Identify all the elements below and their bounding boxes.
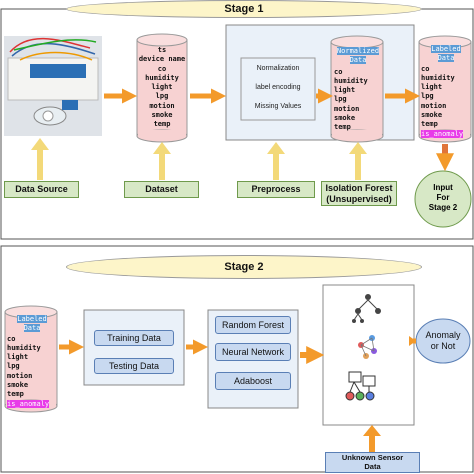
unknown-line2: Data — [364, 462, 381, 471]
labeled-field: light — [7, 353, 29, 362]
random-forest-tree-icon — [352, 294, 381, 323]
dataset-field: lpg — [155, 92, 169, 101]
normalized-field: lpg — [334, 95, 347, 104]
up-arrow-data-source — [31, 138, 49, 180]
preprocess-label: Preprocess — [237, 181, 315, 198]
preprocess-step-box — [240, 57, 316, 121]
input-line1: Input — [433, 183, 453, 192]
normalized-field: light — [334, 86, 356, 95]
preprocess-step: Normalization — [256, 65, 300, 72]
sensor-hardware-photo — [4, 36, 102, 136]
random-forest-box: Random Forest — [215, 316, 291, 334]
up-arrow-unknown-sensor — [363, 425, 381, 452]
dataset-field: device name — [138, 55, 186, 64]
input-line3: Stage 2 — [428, 203, 458, 212]
labeled-data-title-stage2: Labeled Data — [17, 315, 47, 333]
dataset-field: temp — [153, 120, 171, 129]
dataset-field: ts — [157, 46, 167, 54]
adaboost-icon — [345, 371, 376, 401]
labeled-field: motion — [421, 101, 447, 110]
labeled-field: co — [421, 64, 430, 73]
testing-data-box: Testing Data — [94, 358, 174, 374]
adaboost-box: Adaboost — [215, 372, 291, 390]
dataset-label: Dataset — [124, 181, 199, 198]
is-anomaly-field-stage2: is_anomaly — [7, 399, 50, 408]
dataset-field: co — [157, 64, 167, 73]
labeled-field: smoke — [7, 381, 29, 390]
labeled-field: humidity — [7, 343, 41, 352]
normalized-field: smoke — [334, 114, 356, 123]
is-anomaly-field-stage1: is_anomaly — [421, 129, 464, 138]
preprocess-step-list: Normalization label encoding Missing Val… — [243, 59, 313, 116]
labeled-field: light — [421, 83, 443, 92]
normalized-field: motion — [334, 104, 360, 113]
neural-network-box: Neural Network — [215, 343, 291, 361]
anomaly-line2: or Not — [430, 341, 456, 351]
stage2-title: Stage 2 — [66, 255, 422, 279]
labeled-field: co — [7, 334, 16, 343]
up-arrow-dataset — [153, 142, 171, 180]
dataset-field: motion — [149, 101, 175, 110]
arrow-prediction-to-output-head — [409, 336, 416, 346]
unknown-line1: Unknown Sensor — [341, 453, 404, 462]
dataset-field: smoke — [151, 111, 173, 120]
normalized-field: co — [334, 67, 343, 76]
labeled-field-list-stage1: Labeled Data co humidity light lpg motio… — [421, 45, 471, 139]
dataset-field-list: ts device name co humidity light lpg mot… — [138, 46, 186, 130]
input-line2: For — [436, 193, 450, 202]
normalized-field: temp — [334, 123, 351, 132]
labeled-data-title-stage1: Labeled Data — [431, 45, 461, 63]
dataset-field: humidity — [145, 73, 179, 82]
preprocess-step: label encoding — [255, 84, 301, 91]
training-data-box: Training Data — [94, 330, 174, 346]
stage1-title: Stage 1 — [66, 0, 422, 18]
preprocess-step: Missing Values — [254, 103, 302, 110]
labeled-field: lpg — [7, 362, 20, 371]
stage2-frame — [0, 245, 474, 473]
isolation-forest-label: Isolation Forest (Unsupervised) — [321, 181, 397, 206]
unknown-sensor-data-box: Unknown Sensor Data — [325, 452, 420, 473]
up-arrow-preprocess — [267, 142, 285, 180]
dataset-field: light — [151, 83, 173, 92]
up-arrow-isolation-forest — [349, 142, 367, 180]
anomaly-line1: Anomaly — [425, 330, 461, 340]
labeled-field: temp — [7, 390, 24, 399]
labeled-field: lpg — [421, 92, 434, 101]
labeled-field: motion — [7, 371, 33, 380]
labeled-field-list-stage2: Labeled Data co humidity light lpg motio… — [7, 315, 57, 409]
data-source-label: Data Source — [4, 181, 79, 198]
normalized-field: humidity — [334, 76, 368, 85]
dataset-cylinder — [136, 33, 188, 143]
normalized-field-list: Normalized Data co humidity light lpg mo… — [334, 47, 382, 133]
neural-network-icon — [358, 335, 377, 359]
isolation-forest-line2: (Unsupervised) — [326, 194, 392, 204]
labeled-field: temp — [421, 120, 438, 129]
input-stage2-text: Input For Stage 2 — [418, 183, 468, 213]
labeled-field: humidity — [421, 73, 455, 82]
isolation-forest-line1: Isolation Forest — [325, 183, 393, 193]
normalized-data-title: Normalized Data — [336, 47, 380, 65]
labeled-field: smoke — [421, 111, 443, 120]
anomaly-output-text: Anomaly or Not — [416, 330, 470, 352]
